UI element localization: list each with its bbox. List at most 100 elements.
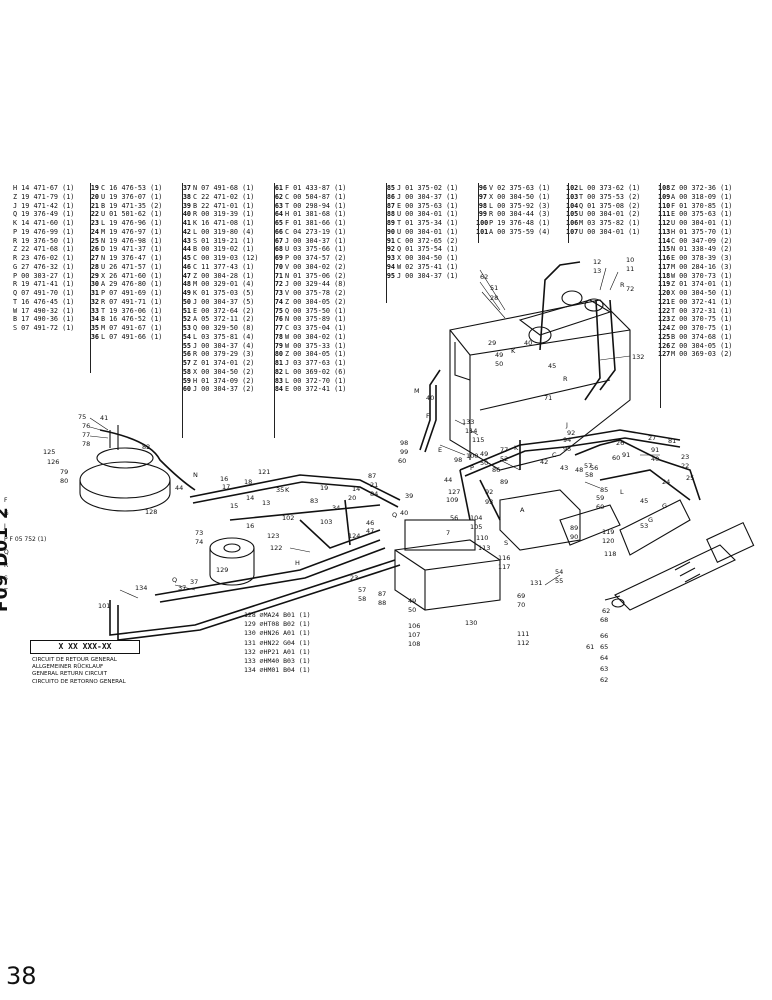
callout-47: 47 <box>366 527 374 535</box>
callout-134: 134 <box>135 584 147 592</box>
part-code: U 00 304-01 (1) <box>671 219 733 227</box>
part-code: G 27 476-32 (1) <box>13 262 75 271</box>
item-number: 92 <box>386 245 395 254</box>
callout-49b: 49 <box>480 450 488 458</box>
callout-21: 21 <box>370 481 378 489</box>
callout-53: 53 <box>640 522 648 530</box>
callout-40c: 40 <box>651 455 659 463</box>
item-number: 86 <box>386 192 395 201</box>
callout-J: K <box>285 486 290 494</box>
callout-52: 52 <box>500 455 508 463</box>
callout-128: 128 <box>145 508 157 516</box>
callout-126: 126 <box>47 458 59 466</box>
item-number: 98 <box>478 201 487 210</box>
legend-row: 128 ⌀MA24 B01 (1) <box>244 611 311 619</box>
item-number: 116 <box>658 254 671 262</box>
item-number: 51 <box>182 306 191 315</box>
callout-56: 56 <box>450 514 458 522</box>
callout-54: 54 <box>555 568 563 576</box>
part-code: K 16 471-08 (1) <box>193 219 255 227</box>
callout-20: 20 <box>348 494 356 502</box>
part-code: F 01 433-87 (1) <box>285 184 347 192</box>
callout-58: 58 <box>358 595 366 603</box>
circuit-title-fr: CIRCUIT DE RETOUR GENERAL <box>32 657 117 663</box>
callout-40d: 40 <box>524 339 532 347</box>
item-number: 120 <box>658 289 671 297</box>
callout-104: 104 <box>470 514 482 522</box>
callout-83: 83 <box>310 497 318 505</box>
callout-45b: 45 <box>548 362 556 370</box>
callout-118: 118 <box>604 550 616 558</box>
callout-69: 69 <box>517 592 525 600</box>
item-number: 49 <box>182 289 191 297</box>
hose-fitting-detail <box>604 521 755 611</box>
part-code: Z 00 304-28 (1) <box>193 271 255 280</box>
part-code: M 00 369-03 (2) <box>671 350 733 359</box>
callout-50: 50 <box>408 606 416 614</box>
column-divider <box>90 183 91 373</box>
part-code: E 00 378-39 (3) <box>671 254 733 262</box>
item-number: 28 <box>90 262 99 271</box>
item-number: 61 <box>274 184 283 192</box>
item-number: 127 <box>658 350 671 359</box>
callout-29: 29 <box>488 339 496 347</box>
side-letter: P F 05 752 (1) <box>4 536 47 543</box>
item-number: 123 <box>658 315 671 324</box>
part-code: Z 22 471-68 (1) <box>13 245 75 254</box>
callout-65: 65 <box>600 643 608 651</box>
callout-57b: 57 <box>584 462 592 470</box>
parts-row: Q 19 376-49 (1) <box>0 210 74 219</box>
callout-106: 106 <box>408 622 420 630</box>
item-number: 50 <box>182 297 191 306</box>
callout-F: G <box>648 516 653 524</box>
callout-101: 101 <box>98 602 110 610</box>
column-divider <box>182 183 183 438</box>
part-code: X 26 471-60 (1) <box>101 271 163 280</box>
callout-51: 51 <box>490 284 498 292</box>
item-number: 106 <box>566 219 579 227</box>
callout-24: 24 <box>662 478 670 486</box>
part-code: N 01 338-49 (2) <box>671 245 733 254</box>
part-code: B 22 471-01 (1) <box>193 201 255 210</box>
part-code: W 17 490-32 (1) <box>13 306 75 315</box>
part-code: J 00 304-37 (1) <box>397 192 459 201</box>
part-code: J 01 375-02 (1) <box>397 184 459 192</box>
callout-90: 90 <box>570 533 578 541</box>
parts-row: R 19 376-50 (1) <box>0 237 74 246</box>
callout-25: 25 <box>686 474 694 482</box>
item-number: 54 <box>182 332 191 341</box>
item-number: 80 <box>274 350 283 359</box>
part-code: Z 00 304-05 (1) <box>671 341 733 350</box>
legend-row: 134 ⌀HM01 B04 (1) <box>244 666 311 675</box>
item-number: 99 <box>478 210 487 219</box>
callout-117: 117 <box>498 563 510 571</box>
callout-26: 26 <box>616 439 624 447</box>
callout-87: 87 <box>368 472 376 480</box>
callout-86: 86 <box>492 466 500 474</box>
callout-68: 68 <box>600 616 608 624</box>
callout-L: M <box>414 387 420 395</box>
part-code: Q 01 375-54 (1) <box>397 245 459 254</box>
parts-row: P 19 476-99 (1) <box>0 228 74 237</box>
circuit-title-es: CIRCUITO DE RETORNO GENERAL <box>32 678 126 685</box>
part-code: X 00 304-50 (1) <box>489 192 551 201</box>
item-number: 62 <box>274 192 283 201</box>
part-code: T 19 376-06 (1) <box>101 306 163 315</box>
